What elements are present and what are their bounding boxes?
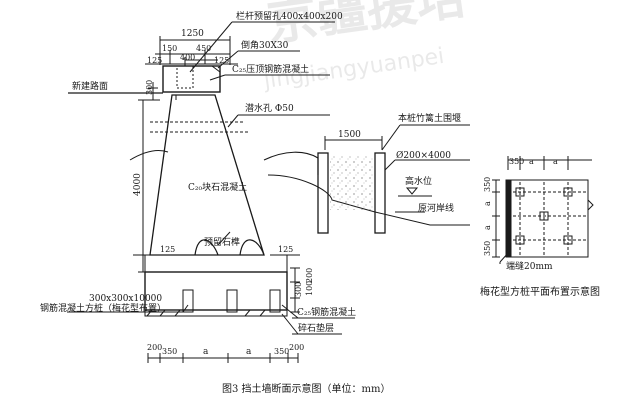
bottom-dim-350-right: 350 xyxy=(274,347,289,356)
label-c25-rc: C₂₅钢筋混凝土 xyxy=(297,306,356,318)
figure-caption: 图3 挡土墙断面示意图（单位：mm） xyxy=(222,382,391,395)
dim-125-left-top: 125 xyxy=(147,56,162,65)
label-chamfer: 倒角30X30 xyxy=(241,39,289,51)
dim-300-top: 300 xyxy=(145,80,154,95)
bottom-dim-200-right: 200 xyxy=(289,343,304,352)
dim-400: 400 xyxy=(180,53,195,62)
dim-1250: 1250 xyxy=(181,29,204,39)
plan-dim-a-side-1: a xyxy=(483,201,492,206)
dim-150: 150 xyxy=(162,44,177,53)
label-cap-beam: C₂₅压顶钢筋混凝土 xyxy=(232,63,309,75)
main-section-labels: 1250 150 450 400 125 125 栏杆预留孔400x400x20… xyxy=(40,10,356,357)
label-pile-dia: Ø200×4000 xyxy=(396,150,451,161)
dim-1500: 1500 xyxy=(338,130,361,140)
dim-200-side: 200 xyxy=(305,268,314,283)
label-square-pile: 钢筋混凝土方桩（梅花型布置） xyxy=(40,302,166,314)
dim-300-side: 300 xyxy=(294,282,303,297)
dim-100-side: 100 xyxy=(305,281,314,296)
bottom-dim-200-left: 200 xyxy=(147,343,162,352)
plan-view xyxy=(492,156,594,264)
plan-dim-350-top: 350 xyxy=(509,157,524,166)
bottom-dim-350-left: 350 xyxy=(162,347,177,356)
cofferdam-labels: 1500 本桩竹篱土围堰 Ø200×4000 高水位 原河岸线 xyxy=(338,112,461,214)
dim-4000: 4000 xyxy=(133,173,143,196)
bottom-dim-a-2: a xyxy=(246,347,252,357)
label-gravel: 碎石垫层 xyxy=(298,322,334,334)
label-pile-size: 300x300x10000 xyxy=(89,294,162,304)
plan-dim-350-side-top: 350 xyxy=(483,177,492,192)
plan-view-labels: 350 a a 350 a a 350 端缝20mm 梅花型方桩平面布置示意图 xyxy=(480,157,600,298)
label-river-bank: 原河岸线 xyxy=(418,202,454,214)
dim-450: 450 xyxy=(196,44,211,53)
plan-caption: 梅花型方桩平面布置示意图 xyxy=(480,285,600,298)
plan-dim-350-side-bottom: 350 xyxy=(483,241,492,256)
main-section xyxy=(67,21,470,363)
label-railing-hole: 栏杆预留孔400x400x200 xyxy=(236,10,343,22)
dim-125-right-top: 125 xyxy=(214,56,229,65)
plan-dim-a-top-2: a xyxy=(553,157,558,166)
label-new-road: 新建路面 xyxy=(72,80,108,92)
label-weep-hole: 潜水孔 Φ50 xyxy=(245,102,294,114)
label-cofferdam: 本桩竹篱土围堰 xyxy=(398,112,461,124)
plan-dim-a-side-2: a xyxy=(483,225,492,230)
bottom-dim-a-1: a xyxy=(203,347,209,357)
plan-dim-a-top-1: a xyxy=(529,157,534,166)
label-rubble-concrete: C₂₀块石混凝土 xyxy=(188,181,247,193)
dim-125-left: 125 xyxy=(160,245,175,254)
dim-125-right: 125 xyxy=(278,245,293,254)
label-stone-tenon: 预留石榫 xyxy=(204,236,240,248)
cofferdam-section xyxy=(317,124,470,234)
label-end-joint: 端缝20mm xyxy=(506,260,553,272)
label-high-water: 高水位 xyxy=(405,175,432,187)
